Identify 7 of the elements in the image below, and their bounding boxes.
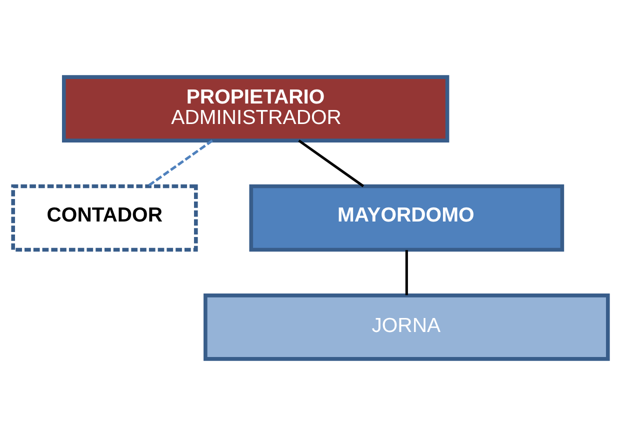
connector <box>298 139 364 187</box>
node-box: JORNA <box>204 293 610 360</box>
node-box: PROPIETARIO ADMINISTRADOR <box>62 74 450 142</box>
connector <box>147 139 214 187</box>
node-box: CONTADOR <box>11 184 198 252</box>
connector <box>405 250 408 295</box>
node-box: MAYORDOMO <box>249 184 564 252</box>
